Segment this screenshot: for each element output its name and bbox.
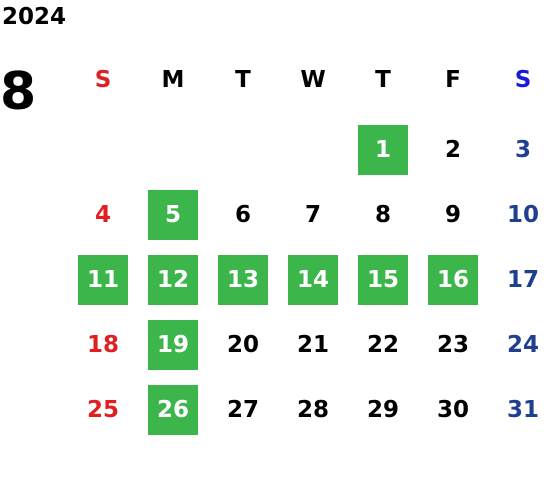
- day-cell-4[interactable]: 4: [94, 202, 111, 228]
- day-cell-9[interactable]: 9: [444, 202, 461, 228]
- day-cell-21[interactable]: 21: [296, 332, 329, 358]
- day-cell-12[interactable]: 12: [148, 255, 198, 305]
- weekday-header-friday: F: [445, 67, 461, 93]
- day-cell-13[interactable]: 13: [218, 255, 268, 305]
- day-cell-7[interactable]: 7: [304, 202, 321, 228]
- day-cell-2[interactable]: 2: [444, 137, 461, 163]
- day-cell-6[interactable]: 6: [234, 202, 251, 228]
- day-cell-27[interactable]: 27: [226, 397, 259, 423]
- day-cell-18[interactable]: 18: [86, 332, 119, 358]
- day-cell-14[interactable]: 14: [288, 255, 338, 305]
- day-cell-24[interactable]: 24: [506, 332, 539, 358]
- day-cell-17[interactable]: 17: [506, 267, 539, 293]
- day-cell-15[interactable]: 15: [358, 255, 408, 305]
- weekday-header-sunday: S: [94, 67, 112, 93]
- day-cell-20[interactable]: 20: [226, 332, 259, 358]
- day-cell-19[interactable]: 19: [148, 320, 198, 370]
- day-cell-5[interactable]: 5: [148, 190, 198, 240]
- weekday-header-saturday: S: [514, 67, 532, 93]
- calendar-year: 2024: [2, 4, 67, 30]
- day-cell-1[interactable]: 1: [358, 125, 408, 175]
- day-cell-31[interactable]: 31: [506, 397, 539, 423]
- weekday-header-thursday: T: [375, 67, 391, 93]
- day-cell-30[interactable]: 30: [436, 397, 469, 423]
- day-cell-28[interactable]: 28: [296, 397, 329, 423]
- day-cell-3[interactable]: 3: [514, 137, 531, 163]
- calendar-month: 8: [0, 62, 37, 122]
- day-cell-26[interactable]: 26: [148, 385, 198, 435]
- day-cell-23[interactable]: 23: [436, 332, 469, 358]
- day-cell-8[interactable]: 8: [374, 202, 391, 228]
- weekday-header-tuesday: T: [235, 67, 251, 93]
- weekday-header-monday: M: [161, 67, 185, 93]
- day-cell-11[interactable]: 11: [78, 255, 128, 305]
- day-cell-29[interactable]: 29: [366, 397, 399, 423]
- day-cell-16[interactable]: 16: [428, 255, 478, 305]
- day-cell-25[interactable]: 25: [86, 397, 119, 423]
- day-cell-22[interactable]: 22: [366, 332, 399, 358]
- weekday-header-wednesday: W: [300, 67, 326, 93]
- day-cell-10[interactable]: 10: [506, 202, 539, 228]
